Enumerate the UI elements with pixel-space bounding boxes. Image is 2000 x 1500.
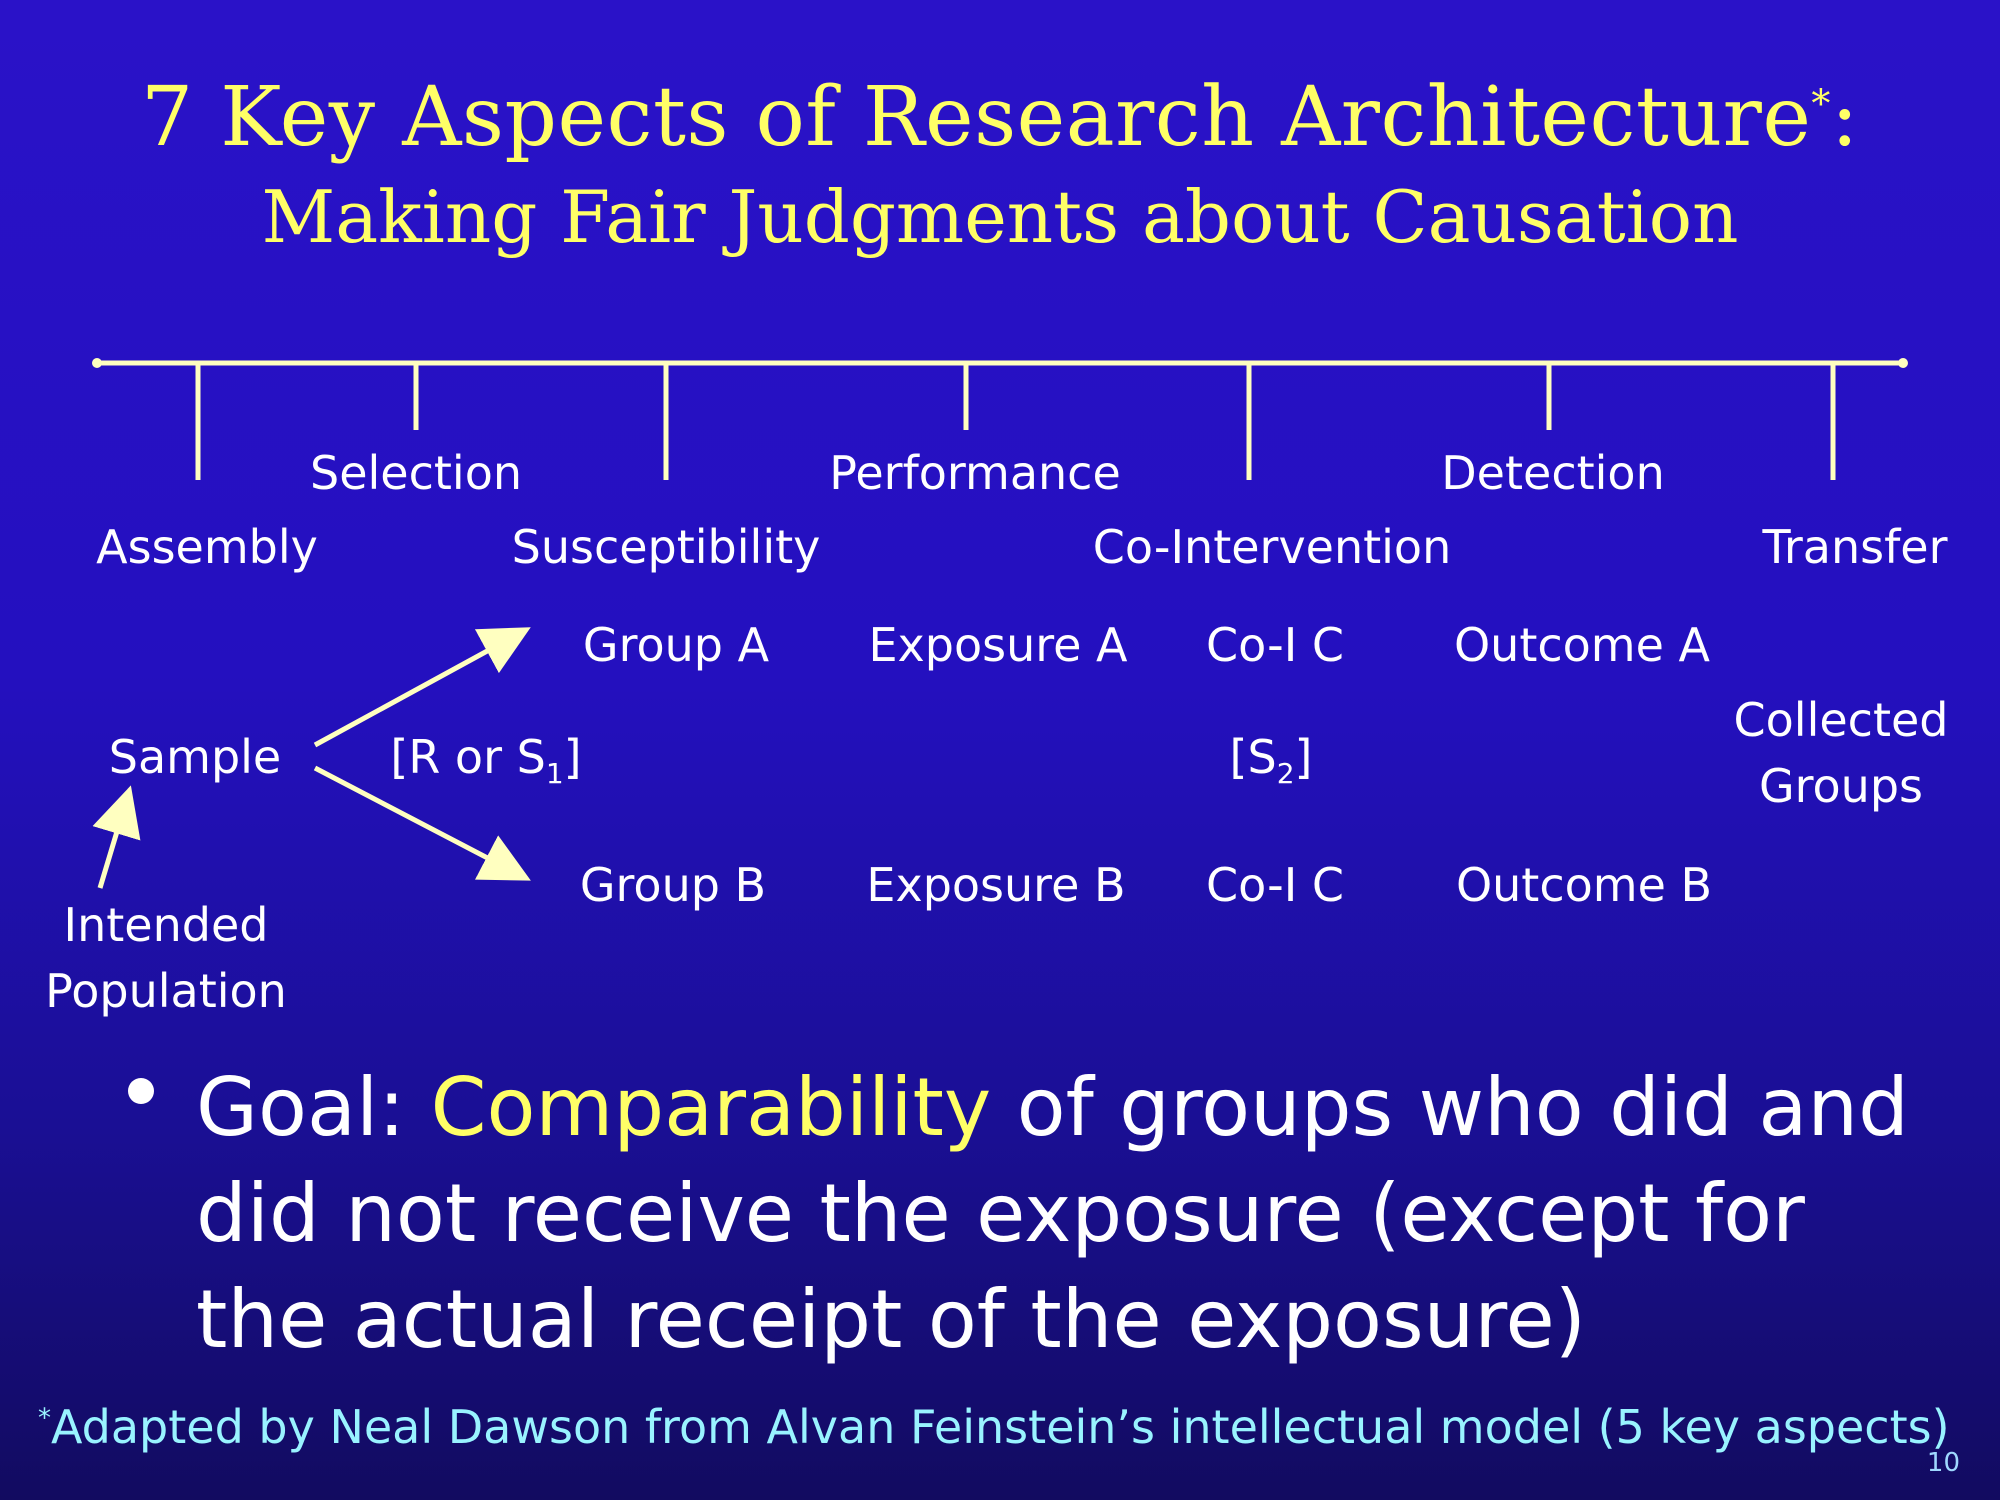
- timeline-start-dot: [92, 358, 102, 368]
- arrow-to-group-a: [313, 627, 531, 748]
- stage-selection: Selection: [310, 446, 522, 500]
- page-number: 10: [1926, 1448, 1960, 1478]
- outcome-b: Outcome B: [1455, 858, 1713, 912]
- bullet-point: [128, 1078, 154, 1104]
- stage-transfer: Transfer: [1762, 520, 1948, 574]
- randomization-label: [R or S1]: [390, 730, 582, 791]
- s2-label: [S2]: [1229, 730, 1313, 791]
- timeline-end-dot: [1898, 358, 1908, 368]
- title-asterisk: *: [1811, 81, 1831, 126]
- arrow-to-group-b: [313, 765, 531, 881]
- outcome-a: Outcome A: [1453, 618, 1711, 672]
- co-intervention-a: Co-I C: [1205, 618, 1345, 672]
- stage-co-intervention: Co-Intervention: [1092, 520, 1452, 574]
- exposure-a: Exposure A: [868, 618, 1128, 672]
- slide-title-text: 7 Key Aspects of Research Architecture: [140, 70, 1812, 165]
- title-colon: :: [1830, 70, 1859, 165]
- group-b: Group B: [579, 858, 767, 912]
- goal-statement: Goal: Comparability of groups who did an…: [196, 1061, 1909, 1366]
- stage-detection: Detection: [1441, 446, 1665, 500]
- comparability-highlight: Comparability: [430, 1061, 992, 1154]
- stage-assembly: Assembly: [96, 520, 318, 574]
- stage-performance: Performance: [829, 446, 1121, 500]
- exposure-b: Exposure B: [866, 858, 1126, 912]
- slide-subtitle: Making Fair Judgments about Causation: [261, 175, 1739, 259]
- sample-label: Sample: [108, 730, 282, 784]
- stage-susceptibility: Susceptibility: [511, 520, 821, 574]
- arrow-to-sample: [92, 785, 141, 889]
- slide-title: 7 Key Aspects of Research Architecture*:: [0, 70, 2000, 165]
- group-a: Group A: [582, 618, 770, 672]
- co-intervention-b: Co-I C: [1205, 858, 1345, 912]
- footnote: *Adapted by Neal Dawson from Alvan Feins…: [38, 1400, 1950, 1454]
